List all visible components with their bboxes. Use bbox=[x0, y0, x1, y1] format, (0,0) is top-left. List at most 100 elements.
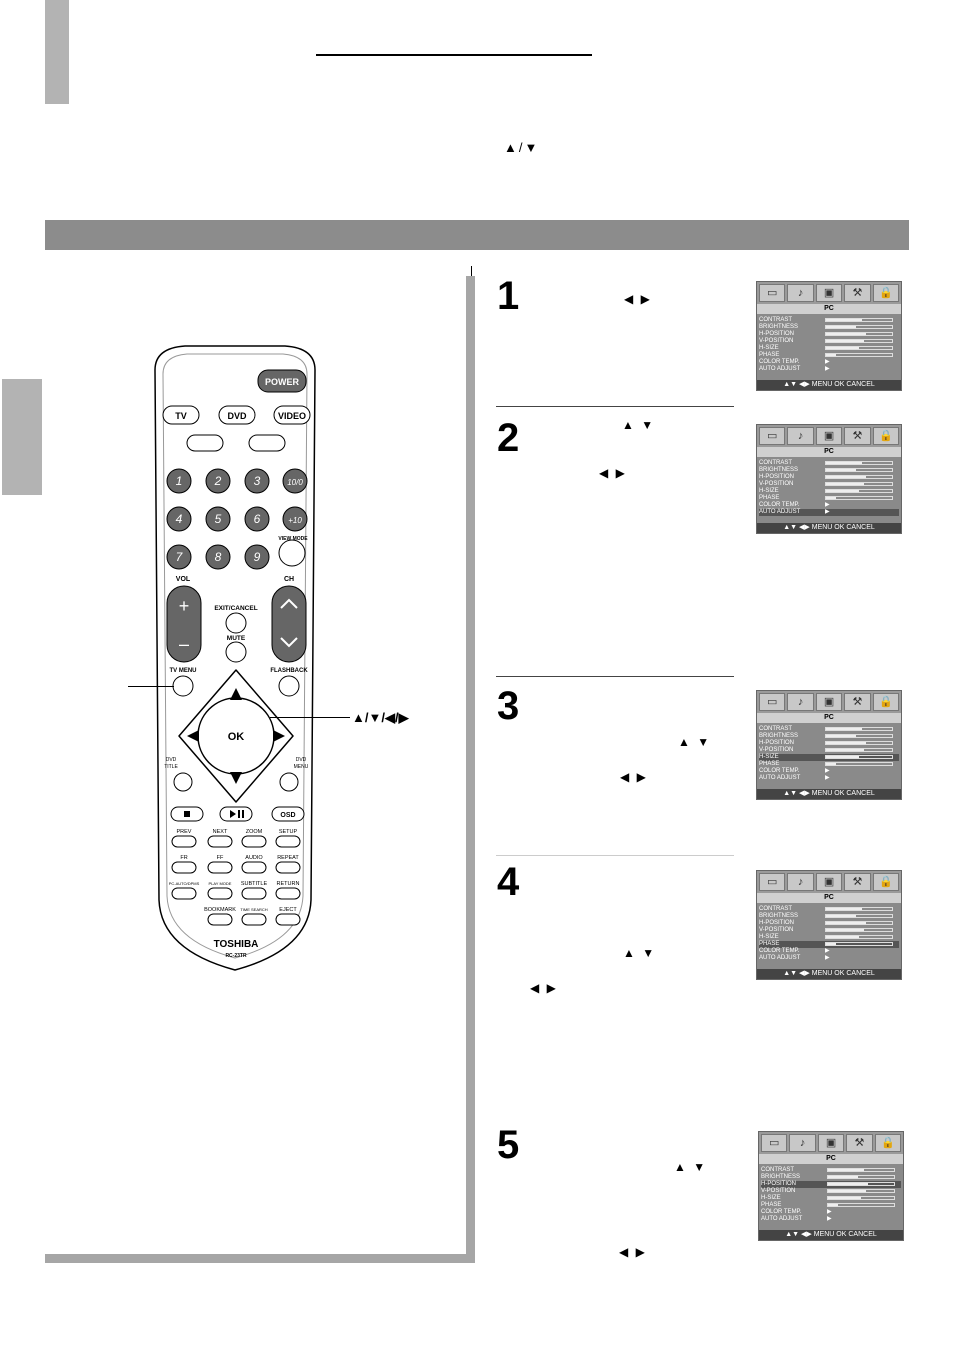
step-number: 3 bbox=[497, 684, 520, 728]
channel-rocker[interactable] bbox=[271, 585, 307, 663]
mute-button[interactable] bbox=[225, 641, 247, 663]
power-button[interactable] bbox=[257, 369, 307, 393]
osd-item: H-SIZE bbox=[761, 1195, 901, 1202]
video-button[interactable] bbox=[273, 405, 311, 425]
osd-item-label: AUTO ADJUST bbox=[761, 1216, 803, 1222]
osd-button[interactable] bbox=[271, 806, 305, 822]
left-right-arrow-icon: ◀ ▶ bbox=[619, 1245, 647, 1259]
tv-label: TV bbox=[175, 411, 187, 421]
submenu-arrow-icon: ▶ bbox=[827, 1209, 832, 1215]
digit-button[interactable] bbox=[166, 468, 192, 494]
dvd-button[interactable] bbox=[218, 405, 256, 425]
bookmark-label: BOOKMARK bbox=[204, 907, 236, 913]
digit-button[interactable] bbox=[205, 506, 231, 532]
osd-level-fill bbox=[826, 354, 836, 356]
input-button[interactable] bbox=[186, 434, 224, 452]
osd-item: BRIGHTNESS bbox=[759, 324, 899, 331]
sound-button[interactable] bbox=[248, 434, 286, 452]
osd-item-label: BRIGHTNESS bbox=[759, 913, 799, 919]
setup-button[interactable] bbox=[275, 835, 301, 848]
tv-button[interactable] bbox=[162, 405, 200, 425]
chevron-down-icon bbox=[280, 637, 298, 648]
fr-button[interactable] bbox=[171, 861, 197, 874]
osd-item: H-POSITION bbox=[761, 1181, 901, 1188]
flashback-button[interactable] bbox=[278, 675, 300, 697]
osd-level-fill bbox=[826, 922, 866, 924]
osd-item-label: V-POSITION bbox=[759, 338, 794, 344]
column-frame-right bbox=[466, 276, 475, 1263]
audio-button[interactable] bbox=[241, 861, 267, 874]
osd-item-label: CONTRAST bbox=[759, 726, 792, 732]
digit-button[interactable] bbox=[282, 506, 308, 532]
osd-item: V-POSITION bbox=[759, 747, 899, 754]
osd-level-bar bbox=[825, 921, 893, 925]
digit-label: 9 bbox=[254, 550, 261, 564]
osd-level-fill bbox=[826, 319, 863, 321]
osd-item: AUTO ADJUST▶ bbox=[759, 775, 899, 782]
pc-icon: ▣ bbox=[815, 693, 843, 711]
view-mode-button[interactable] bbox=[278, 539, 306, 567]
vol-down-icon: – bbox=[179, 634, 189, 654]
tv-menu-label: TV MENU bbox=[170, 668, 197, 674]
ff-button[interactable] bbox=[207, 861, 233, 874]
digit-button[interactable] bbox=[244, 506, 270, 532]
osd-item: CONTRAST bbox=[761, 1167, 901, 1174]
digit-button[interactable] bbox=[205, 468, 231, 494]
digit-button[interactable] bbox=[282, 468, 308, 494]
osd-level-fill bbox=[826, 476, 866, 478]
return-button[interactable] bbox=[275, 887, 301, 900]
menu-label: MENU bbox=[294, 764, 309, 770]
digit-button[interactable] bbox=[166, 544, 192, 570]
prev-button[interactable] bbox=[171, 835, 197, 848]
audio-icon: ♪ bbox=[787, 427, 814, 445]
digit-button[interactable] bbox=[166, 506, 192, 532]
eject-button[interactable] bbox=[275, 913, 301, 926]
ok-label: OK bbox=[228, 731, 245, 743]
time-search-button[interactable] bbox=[241, 913, 267, 926]
power-label: POWER bbox=[265, 377, 300, 387]
subtitle-button[interactable] bbox=[241, 887, 267, 900]
osd-footer: ▲▼ ◀▶ MENU OK CANCEL bbox=[757, 523, 901, 533]
step-number: 5 bbox=[497, 1123, 520, 1167]
lock-icon: 🔒 bbox=[874, 1134, 902, 1152]
tv-menu-button[interactable] bbox=[172, 675, 194, 697]
osd-item: PHASE bbox=[759, 941, 899, 948]
osd-header: PC bbox=[757, 304, 901, 314]
osd-level-bar bbox=[825, 461, 893, 465]
osd-item-label: H-POSITION bbox=[759, 740, 795, 746]
intro-arrow-icons: ▲/▼ bbox=[504, 140, 540, 155]
osd-icon-tabs: ▭♪▣⚒🔒 bbox=[757, 425, 901, 447]
zoom-button[interactable] bbox=[241, 835, 267, 848]
repeat-button[interactable] bbox=[275, 861, 301, 874]
bookmark-button[interactable] bbox=[207, 913, 233, 926]
digit-button[interactable] bbox=[244, 544, 270, 570]
digit-label: 8 bbox=[215, 550, 222, 564]
next-button[interactable] bbox=[207, 835, 233, 848]
left-right-arrow-icon: ◀ ▶ bbox=[599, 466, 627, 480]
dvd-title-button[interactable] bbox=[173, 772, 193, 792]
osd-item-label: COLOR TEMP. bbox=[759, 768, 800, 774]
setup-icon: ⚒ bbox=[844, 873, 871, 891]
osd-level-fill bbox=[828, 1204, 838, 1206]
digit-button[interactable] bbox=[244, 468, 270, 494]
tv-menu-leader bbox=[128, 686, 174, 687]
exit-button[interactable] bbox=[225, 612, 247, 634]
osd-level-bar bbox=[825, 496, 893, 500]
model-label: RC-23TR bbox=[225, 953, 247, 959]
volume-rocker[interactable] bbox=[166, 585, 202, 663]
osd-level-fill bbox=[826, 347, 859, 349]
lock-icon: 🔒 bbox=[872, 427, 900, 445]
digit-button[interactable] bbox=[205, 544, 231, 570]
step-number: 1 bbox=[497, 274, 520, 318]
pc-auto-button[interactable] bbox=[171, 887, 197, 900]
osd-level-bar bbox=[825, 346, 893, 350]
dvd-menu-button[interactable] bbox=[279, 772, 299, 792]
picture-icon: ▭ bbox=[761, 1134, 788, 1152]
submenu-arrow-icon: ▶ bbox=[825, 502, 830, 508]
play-mode-button[interactable] bbox=[207, 887, 233, 900]
